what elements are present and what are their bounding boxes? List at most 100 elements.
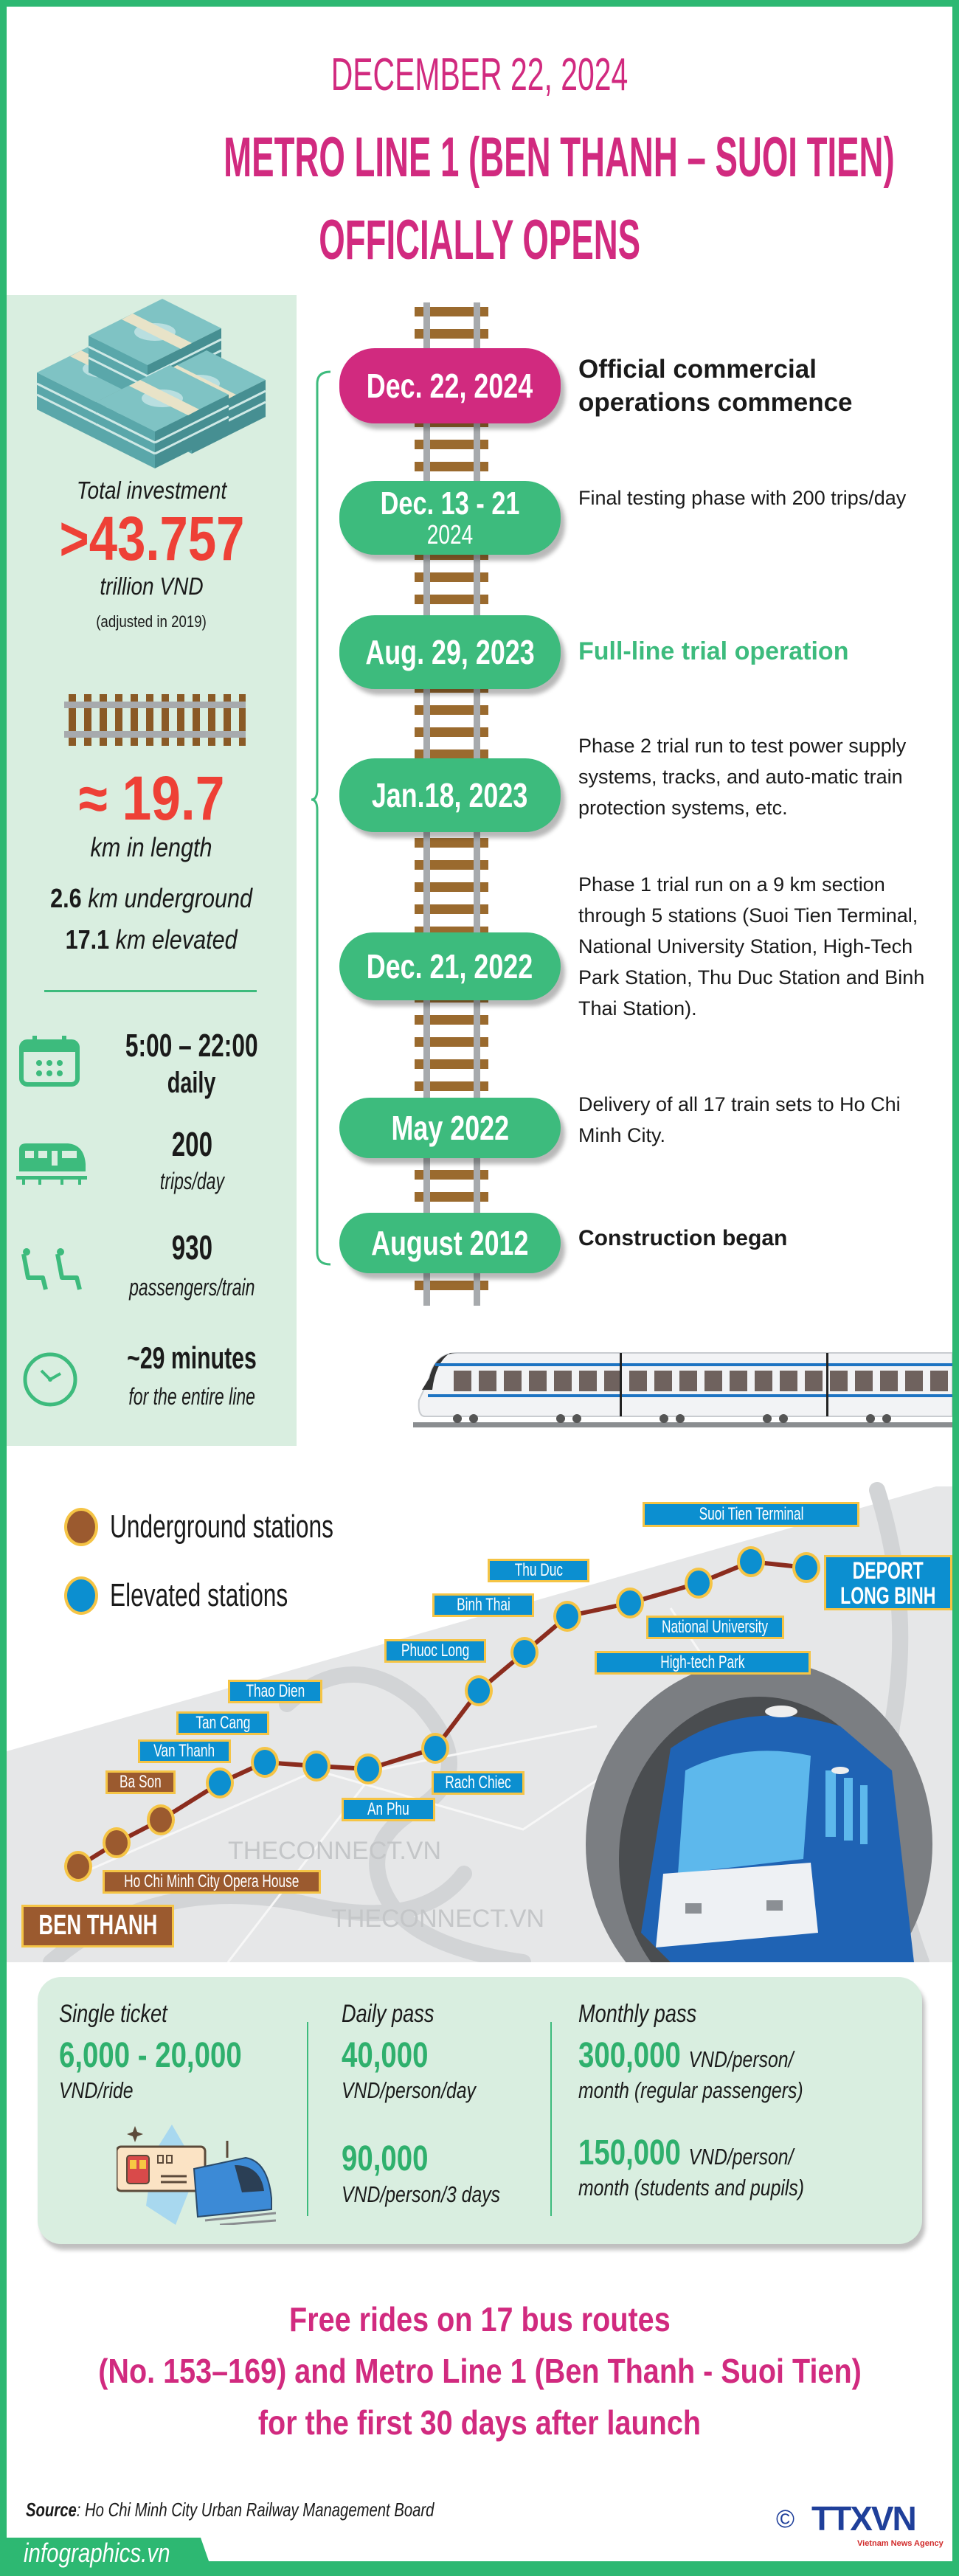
train-wheel [763, 1414, 772, 1423]
train-wheel [866, 1414, 875, 1423]
rail-tie [69, 694, 76, 746]
source-note: Source: Ho Chi Minh City Urban Railway M… [26, 2499, 550, 2521]
station-label-van-thanh: Van Thanh [138, 1739, 231, 1763]
divider [44, 990, 257, 992]
train-window [604, 1371, 622, 1391]
train-wheel [779, 1414, 788, 1423]
station-dot-thu-duc [553, 1601, 581, 1632]
rail-tie [84, 694, 91, 746]
track-tie [415, 1192, 488, 1202]
station-label-an-phu: An Phu [342, 1798, 435, 1821]
timeline-text-2: Full-line trial operation [578, 637, 849, 665]
train-wheel [469, 1414, 478, 1423]
investment-label: Total investment [76, 477, 227, 504]
train-window [454, 1371, 471, 1391]
rail-tie [208, 694, 215, 746]
train-window [905, 1371, 923, 1391]
station-dot-binh-thai [510, 1637, 539, 1668]
station-label-thu-duc: Thu Duc [488, 1559, 589, 1582]
rail-tie [131, 694, 138, 746]
rail-tie [162, 694, 169, 746]
track-tie [415, 1081, 488, 1091]
frame-bottom [0, 2561, 959, 2576]
track-tie [415, 307, 488, 316]
length-unit: km in length [90, 832, 212, 862]
station-label-rach-chiec: Rach Chiec [432, 1771, 524, 1795]
station-label-binh-thai: Binh Thai [432, 1593, 534, 1617]
timeline-date-3: Jan.18, 2023 [339, 758, 561, 832]
monthly-pass-students: 150,000 VND/person/ [578, 2135, 847, 2175]
frame-top [0, 0, 959, 7]
fares-divider-1 [307, 2022, 308, 2216]
daily-pass-heading: Daily pass [342, 2000, 435, 2028]
train-window [730, 1371, 747, 1391]
page-subtitle: OFFICIALLY OPENS [319, 209, 640, 271]
train-window [805, 1371, 823, 1391]
station-dot-thao-dien [302, 1751, 330, 1782]
train-wheel [556, 1414, 565, 1423]
rail-track-icon [64, 694, 246, 746]
money-stack-icon [36, 297, 267, 470]
station-label-high-tech-park: High-tech Park [595, 1651, 811, 1675]
trips-value: 200 [171, 1125, 212, 1163]
monthly-price-regular: 300,000 [578, 2036, 681, 2075]
source-label: Source [26, 2499, 77, 2521]
daily-pass-price-1: 40,000 [342, 2036, 429, 2075]
track-tie [415, 1059, 488, 1069]
train-window [830, 1371, 848, 1391]
station-label-ben-thanh: BEN THANH [21, 1905, 174, 1947]
elevated-length: 17.1 km elevated [7, 924, 297, 956]
header-date: DECEMBER 22, 2024 [330, 49, 629, 100]
station-label-ba-son: Ba Son [105, 1770, 176, 1794]
rail-tie [193, 694, 200, 746]
track-tie [415, 440, 488, 449]
station-label-suoi-tien: Suoi Tien Terminal [643, 1502, 859, 1527]
logo-subtitle: Vietnam News Agency [857, 2539, 944, 2548]
frame-left [0, 0, 7, 2576]
underground-unit: km underground [88, 883, 253, 913]
timeline-bracket [311, 370, 331, 1266]
map-watermark-1: THECONNECT.VN [331, 1905, 544, 1933]
track-tie [415, 749, 488, 759]
track-tie [415, 572, 488, 582]
track-tie [415, 1281, 488, 1290]
capacity-value: 930 [171, 1228, 212, 1267]
station-label-tan-cang: Tan Cang [176, 1711, 269, 1735]
track-tie [415, 860, 488, 870]
rail-tie [239, 694, 246, 746]
elevated-value: 17.1 [65, 924, 110, 955]
ttxvn-logo: © TTXVN Vietnam News Agency [776, 2501, 944, 2552]
timeline-date-4: Dec. 21, 2022 [339, 932, 561, 1000]
calendar-icon [19, 1036, 80, 1087]
station-dot-rach-chiec [421, 1733, 449, 1764]
legend-elevated-dot [64, 1576, 98, 1615]
investment-note: (adjusted in 2019) [96, 612, 207, 631]
station-dot-ben-thanh [64, 1851, 92, 1882]
duration-unit: for the entire line [128, 1383, 255, 1410]
train-icon [16, 1143, 87, 1185]
station-label-phuoc-long: Phuoc Long [384, 1639, 486, 1663]
track-tie [415, 882, 488, 892]
station-label-thao-dien: Thao Dien [228, 1680, 322, 1703]
monthly-unit-regular: VND/person/ [688, 2046, 794, 2072]
station-dot-van-thanh [206, 1767, 234, 1798]
timeline-text-0: Official commercial operations commence [578, 355, 853, 417]
track-tie [415, 1037, 488, 1047]
track-tie [415, 595, 488, 604]
track-tie [415, 705, 488, 715]
rail-tie [100, 694, 107, 746]
site-link[interactable]: infographics.vn [24, 2538, 170, 2568]
passenger-seats-icon [21, 1248, 82, 1290]
rail-tie [146, 694, 153, 746]
station-dot-an-phu [354, 1753, 382, 1784]
daily-pass-unit-2: VND/person/3 days [342, 2181, 501, 2207]
daily-pass-unit-1: VND/person/day [342, 2077, 476, 2103]
site-tab [0, 2538, 214, 2576]
single-ticket-price: 6,000 - 20,000 [59, 2036, 242, 2075]
timeline-text-5: Delivery of all 17 train sets to Ho Chi … [578, 1093, 901, 1146]
train-window [755, 1371, 772, 1391]
investment-unit: trillion VND [100, 572, 204, 600]
clock-icon [23, 1352, 77, 1407]
duration-value: ~29 minutes [127, 1340, 257, 1375]
train-window [679, 1371, 697, 1391]
